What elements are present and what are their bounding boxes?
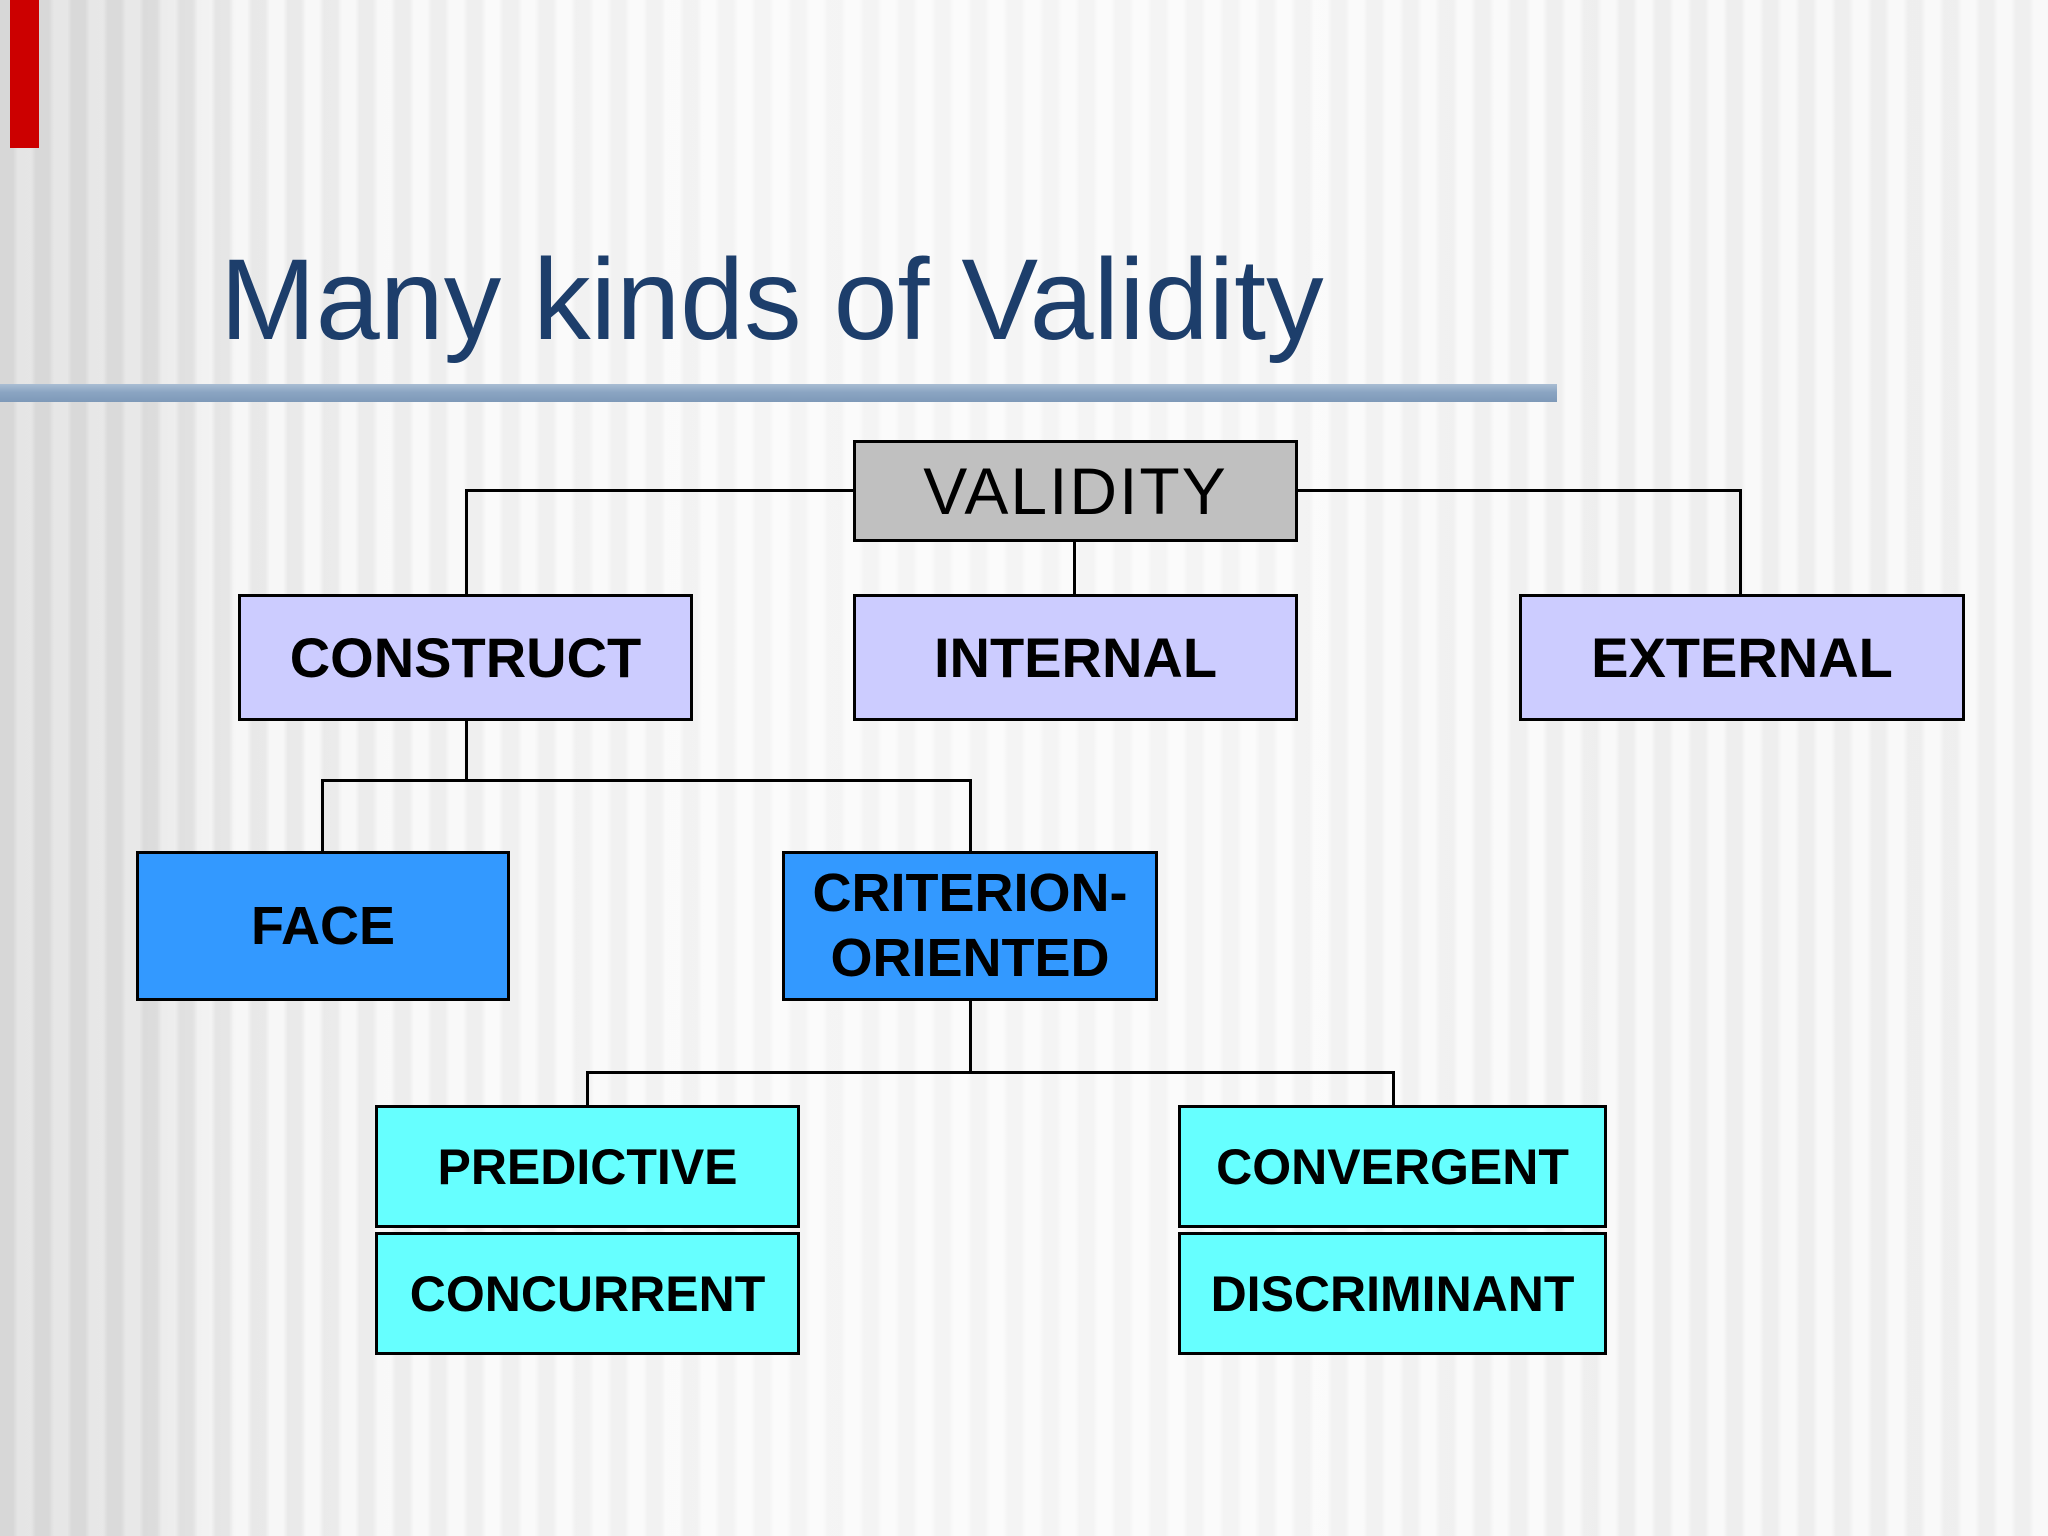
connector-to-convergent [1392, 1071, 1395, 1107]
connector-bottom-branch [586, 1071, 1395, 1074]
node-internal: INTERNAL [853, 594, 1298, 721]
node-external: EXTERNAL [1519, 594, 1965, 721]
slide-title: Many kinds of Validity [220, 236, 1324, 364]
node-face: FACE [136, 851, 510, 1001]
connector-to-criterion [969, 779, 972, 853]
connector-right-branch [1296, 489, 1742, 492]
connector-criterion-down [969, 999, 972, 1073]
title-underline-rule [0, 384, 1557, 402]
connector-to-predictive [586, 1071, 589, 1107]
node-convergent: CONVERGENT [1178, 1105, 1607, 1228]
connector-construct-down [465, 719, 468, 781]
criterion-label-line2: ORIENTED [830, 928, 1110, 988]
criterion-label-line1: CRITERION- [812, 863, 1128, 924]
connector-left-branch [465, 489, 854, 492]
node-construct: CONSTRUCT [238, 594, 693, 721]
node-validity: VALIDITY [853, 440, 1298, 542]
node-concurrent: CONCURRENT [375, 1232, 800, 1355]
node-criterion-oriented: CRITERION- ORIENTED [782, 851, 1158, 1001]
connector-to-construct [465, 489, 468, 596]
red-accent-bar [10, 0, 39, 148]
connector-to-face [321, 779, 324, 853]
node-predictive: PREDICTIVE [375, 1105, 800, 1228]
connector-to-external [1739, 489, 1742, 596]
connector-mid-branch [321, 779, 972, 782]
node-discriminant: DISCRIMINANT [1178, 1232, 1607, 1355]
connector-validity-internal [1073, 542, 1076, 594]
